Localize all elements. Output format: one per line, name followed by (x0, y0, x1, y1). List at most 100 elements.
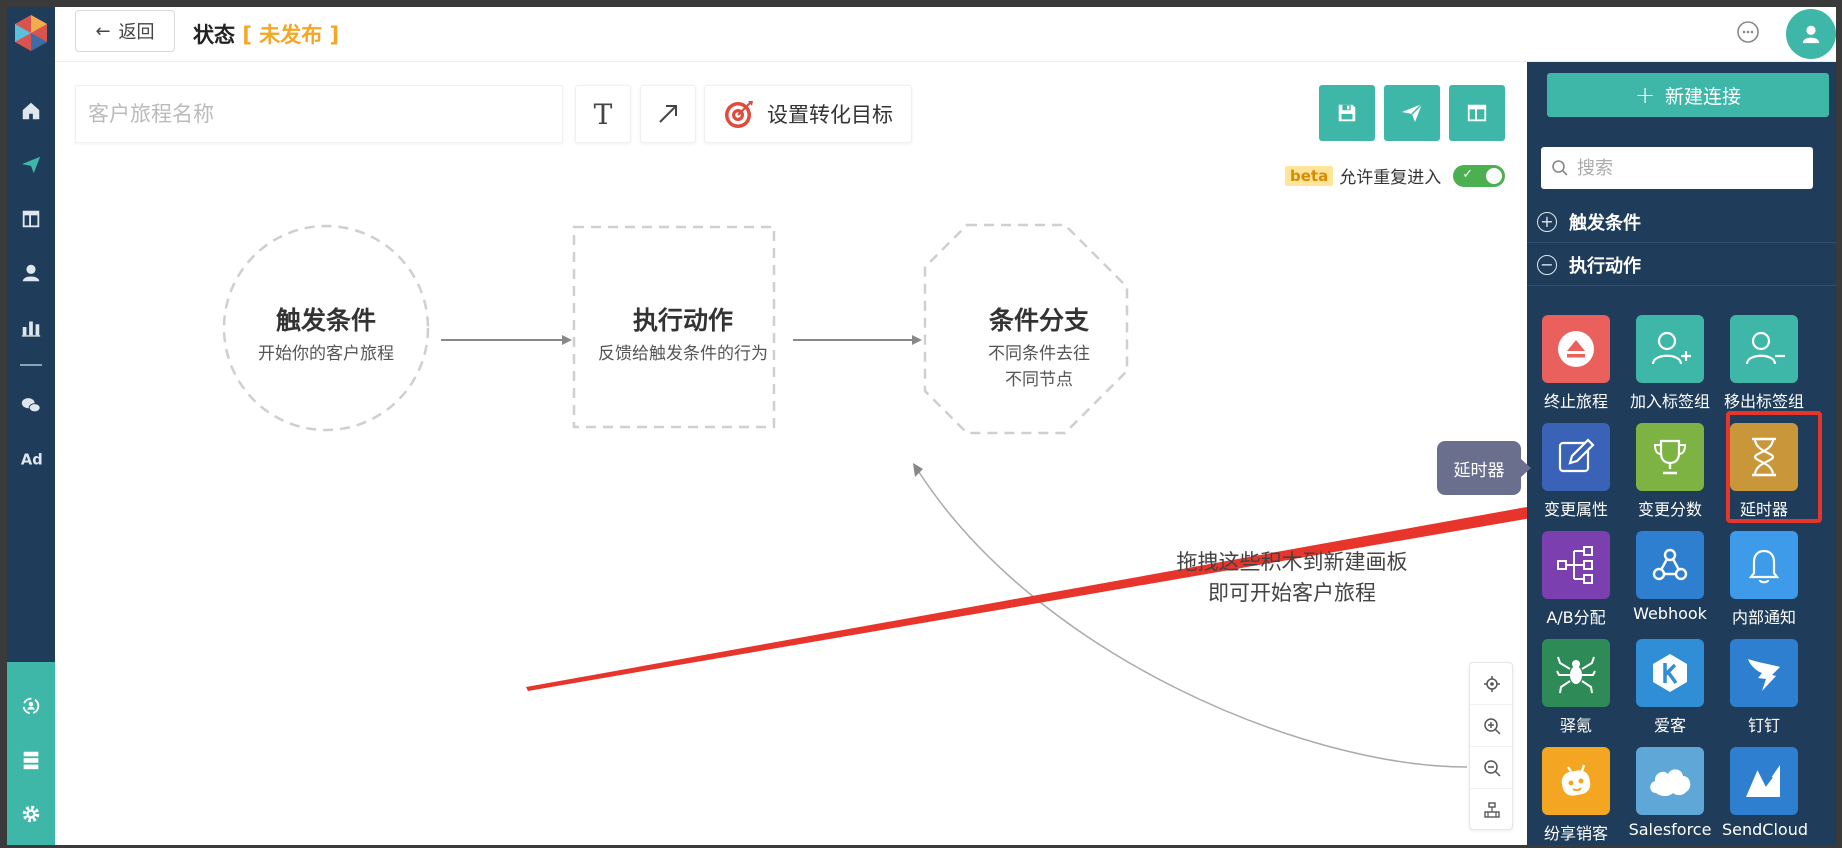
layout-button[interactable] (1449, 85, 1505, 141)
layout-icon (1467, 104, 1487, 122)
server-icon[interactable] (7, 740, 55, 780)
home-icon[interactable] (7, 91, 55, 131)
tile-label: Salesforce (1628, 820, 1712, 839)
reentry-setting: beta 允许重复进入 ✓ (1285, 163, 1506, 188)
spider-icon (1542, 639, 1610, 707)
text-tool-button[interactable]: T (575, 85, 631, 143)
nav-bottom-group (7, 662, 55, 845)
publish-button[interactable] (1384, 85, 1440, 141)
chat-icon[interactable] (1735, 19, 1761, 45)
avatar[interactable] (1786, 9, 1836, 59)
tile-label: 爱客 (1653, 716, 1686, 735)
tile-ab-split[interactable]: A/B分配 (1534, 531, 1618, 628)
highlight-box (1726, 411, 1822, 523)
check-icon: ✓ (1462, 166, 1474, 182)
tile-label: 纷享销客 (1543, 824, 1608, 843)
tile-end-journey[interactable]: 终止旅程 (1534, 315, 1618, 412)
toggle-knob (1486, 167, 1503, 184)
webhook-icon (1636, 531, 1704, 599)
text-tool-label: T (593, 97, 613, 131)
drag-hint: 拖拽这些积木到新建画板 即可开始客户旅程 (1127, 547, 1457, 609)
zoom-in-button[interactable] (1470, 705, 1514, 747)
eject-icon (1542, 315, 1610, 383)
section-action-label: 执行动作 (1569, 255, 1641, 277)
bell-icon (1730, 531, 1798, 599)
search-icon (1552, 160, 1568, 176)
tile-tooltip: 延时器 (1437, 441, 1531, 495)
tile-label: 钉钉 (1747, 716, 1780, 735)
paper-plane-icon (1402, 103, 1423, 122)
ab-split-icon (1542, 531, 1610, 599)
send-icon[interactable] (7, 145, 55, 185)
journey-name-input[interactable] (75, 85, 563, 143)
robot-icon (1542, 747, 1610, 815)
tile-salesforce[interactable]: Salesforce (1628, 747, 1712, 839)
dingtalk-icon (1730, 639, 1798, 707)
status-indicator: 状态 [ 未发布 ] (193, 19, 339, 49)
tile-label: SendCloud (1722, 820, 1808, 839)
new-connection-label: 新建连接 (1665, 85, 1742, 108)
crosshair-icon (1484, 675, 1500, 692)
section-trigger[interactable]: + 触发条件 (1527, 201, 1836, 243)
branch-title: 条件分支 (988, 306, 1089, 335)
trigger-placeholder-circle (222, 224, 430, 432)
trigger-title: 触发条件 (275, 306, 376, 335)
beta-badge: beta (1285, 165, 1334, 186)
branch-subtitle-2: 不同节点 (1005, 370, 1073, 390)
tile-label: 内部通知 (1731, 608, 1796, 627)
tile-sendcloud[interactable]: SendCloud (1722, 747, 1808, 839)
tile-fxiaoke[interactable]: 纷享销客 (1534, 747, 1618, 844)
save-button[interactable] (1319, 85, 1375, 141)
section-action[interactable]: − 执行动作 (1527, 244, 1836, 286)
tile-add-tag-group[interactable]: 加入标签组 (1628, 315, 1712, 412)
search-input[interactable] (1577, 157, 1797, 179)
back-button[interactable]: ← 返回 (75, 10, 175, 52)
k-icon (1636, 639, 1704, 707)
arrow-left-icon: ← (95, 20, 111, 42)
panel-search[interactable] (1541, 147, 1813, 189)
annotation-red-arrow (526, 506, 1527, 691)
zoom-controls (1469, 662, 1514, 831)
status-label: 状态 (193, 23, 235, 47)
fit-view-button[interactable] (1470, 789, 1514, 831)
drag-hint-line-2: 即可开始客户旅程 (1208, 581, 1376, 605)
trigger-subtitle: 开始你的客户旅程 (258, 344, 394, 364)
tile-change-property[interactable]: 变更属性 (1534, 423, 1618, 520)
reentry-label: 允许重复进入 (1339, 168, 1442, 188)
tile-dingtalk[interactable]: 钉钉 (1722, 639, 1806, 736)
tile-aike[interactable]: 爱客 (1628, 639, 1712, 736)
tile-remove-tag-group[interactable]: 移出标签组 (1722, 315, 1806, 412)
edit-icon (1542, 423, 1610, 491)
branch-placeholder-octagon (923, 223, 1129, 435)
reentry-toggle[interactable]: ✓ (1453, 164, 1506, 187)
user-icon[interactable] (7, 253, 55, 293)
tile-label: A/B分配 (1546, 608, 1606, 627)
ad-icon[interactable]: Ad (7, 439, 55, 479)
locate-button[interactable] (1470, 663, 1514, 705)
tile-yike[interactable]: 驿氪 (1534, 639, 1618, 736)
arrow-tool-button[interactable] (640, 85, 696, 143)
new-connection-button[interactable]: + 新建连接 (1547, 73, 1829, 117)
action-subtitle: 反馈给触发条件的行为 (598, 344, 768, 364)
action-title: 执行动作 (632, 306, 733, 335)
cloud-icon (1636, 747, 1704, 815)
tile-change-score[interactable]: 变更分数 (1628, 423, 1712, 520)
plus-circle-icon: + (1537, 211, 1557, 232)
target-icon (725, 101, 753, 128)
set-goal-button[interactable]: 设置转化目标 (704, 85, 912, 143)
tile-delay-timer[interactable]: 延时器 (1722, 423, 1806, 520)
tile-webhook[interactable]: Webhook (1628, 531, 1712, 623)
gear-icon[interactable] (7, 794, 55, 834)
plus-icon: + (1634, 81, 1656, 109)
hourglass-icon (1730, 423, 1798, 491)
user-add-icon (1636, 315, 1704, 383)
chart-icon[interactable] (7, 307, 55, 347)
tile-internal-notice[interactable]: 内部通知 (1722, 531, 1806, 628)
sync-icon[interactable] (7, 686, 55, 726)
zoom-out-button[interactable] (1470, 747, 1514, 789)
wechat-icon[interactable] (7, 385, 55, 425)
layout-icon[interactable] (7, 199, 55, 239)
flow-canvas (222, 223, 1527, 768)
trophy-icon (1636, 423, 1704, 491)
sitemap-icon (1484, 802, 1500, 818)
